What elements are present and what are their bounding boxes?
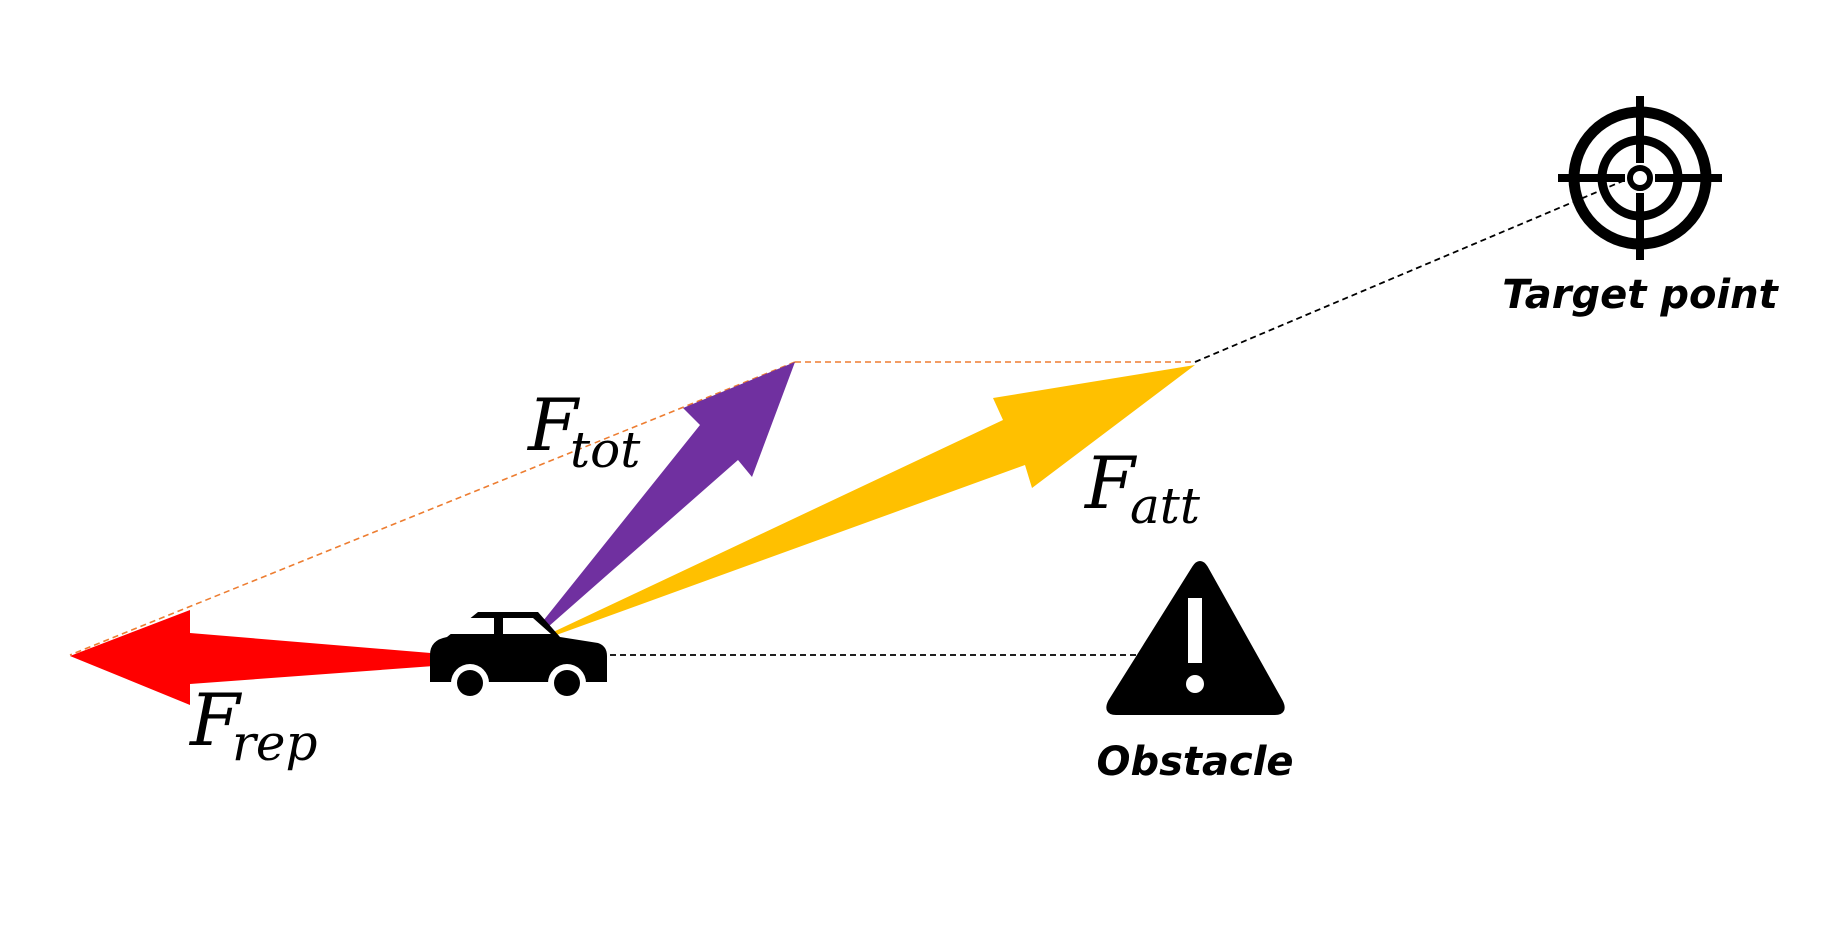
target-direction-line: [1194, 177, 1631, 363]
target-point-label: Target point: [1502, 272, 1779, 318]
repulsive-force-label: F rep: [188, 678, 318, 772]
repulsive-force-arrow: [70, 610, 515, 705]
obstacle-label: Obstacle: [1096, 739, 1293, 785]
repulsive-force-subscript: rep: [232, 714, 318, 772]
total-force-subscript: tot: [570, 421, 641, 479]
attractive-force-subscript: att: [1130, 477, 1201, 535]
warning-triangle-icon: [1106, 561, 1285, 715]
total-force-label: F tot: [526, 383, 641, 479]
attractive-force-arrow: [515, 365, 1195, 650]
parallelogram-left-line: [69, 361, 796, 656]
attractive-force-label: F att: [1083, 441, 1201, 535]
attractive-force-symbol: F: [1083, 441, 1138, 525]
car-icon: [430, 612, 607, 702]
crosshair-target-icon: [1558, 96, 1722, 260]
construction-lines: [69, 361, 1195, 656]
total-force-symbol: F: [526, 383, 581, 467]
reference-lines: [590, 177, 1631, 656]
total-force-arrow: [515, 362, 795, 656]
repulsive-force-symbol: F: [188, 678, 243, 762]
